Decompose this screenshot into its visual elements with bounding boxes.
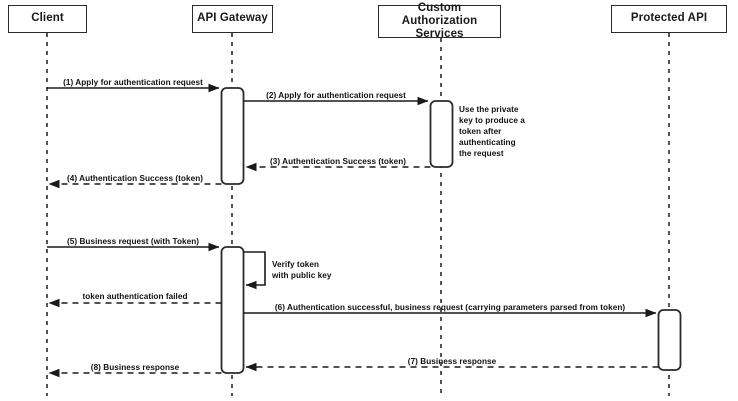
activation-custom-authorization-services-1 [429, 100, 454, 168]
actor-label-client: Client [31, 12, 64, 25]
message-label-8: (8) Business response [90, 363, 180, 372]
message-label-7: (7) Business response [407, 357, 497, 366]
note-line-4: authenticating [459, 138, 516, 148]
activation-group [220, 87, 682, 374]
self-message-verify-token [243, 251, 266, 290]
lifeline-group [46, 33, 670, 396]
message-label-6: (6) Authentication successful, business … [274, 303, 626, 312]
note-private-key: Use the private key to produce a token a… [459, 104, 539, 159]
note-line-1: Use the private [459, 105, 519, 114]
actor-box-custom-authorization-services[interactable]: Custom Authorization Services [378, 2, 501, 40]
activation-api-gateway-1 [220, 87, 245, 185]
message-label-3: (3) Authentication Success (token) [269, 157, 407, 166]
note-line-5: the request [459, 149, 504, 159]
note-line-3: token after [459, 127, 502, 137]
message-label-2: (2) Apply for authentication request [266, 91, 406, 100]
self-message-line-2: with public key [272, 271, 332, 281]
self-message-label-verify-token: Verify token with public key [272, 259, 331, 281]
actor-box-protected-api[interactable]: Protected API [611, 5, 727, 33]
message-arrow-group [47, 83, 659, 378]
message-label-1: (1) Apply for authentication request [63, 78, 203, 87]
message-label-5: (5) Business request (with Token) [66, 237, 200, 246]
actor-box-api-gateway[interactable]: API Gateway [192, 5, 273, 33]
note-line-2: key to produce a [459, 116, 525, 126]
activation-protected-api-1 [657, 309, 682, 371]
actor-box-client[interactable]: Client [8, 5, 87, 33]
message-label-token-authentication-failed: token authentication failed [82, 292, 188, 301]
actor-label-api-gateway: API Gateway [197, 12, 268, 25]
message-label-4: (4) Authentication Success (token) [66, 174, 204, 183]
actor-label-custom-authorization-services: Custom Authorization Services [401, 1, 478, 41]
self-message-line-1: Verify token [272, 260, 320, 269]
activation-api-gateway-2 [220, 246, 245, 374]
actor-label-protected-api: Protected API [630, 12, 708, 25]
